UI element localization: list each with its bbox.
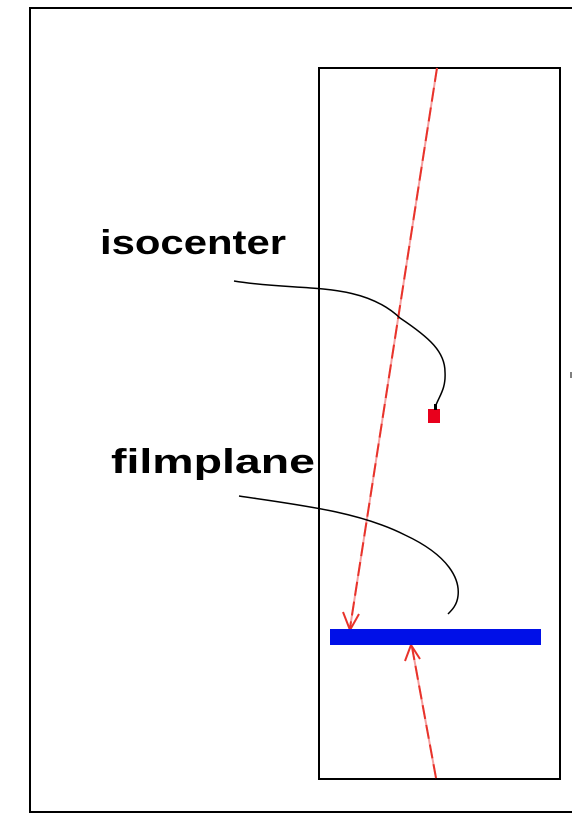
outer-frame bbox=[29, 7, 572, 813]
film-plane-bar bbox=[330, 629, 541, 645]
isocenter-label: isocenter bbox=[100, 224, 286, 262]
beam-ray-incoming bbox=[342, 67, 438, 633]
isocenter-leader-line bbox=[233, 280, 446, 406]
filmplane-label: filmplane bbox=[111, 443, 315, 481]
phantom-box bbox=[318, 67, 561, 780]
filmplane-leader-line bbox=[238, 495, 459, 615]
beam-ray-exit bbox=[404, 642, 437, 779]
isocenter-marker bbox=[428, 404, 440, 423]
